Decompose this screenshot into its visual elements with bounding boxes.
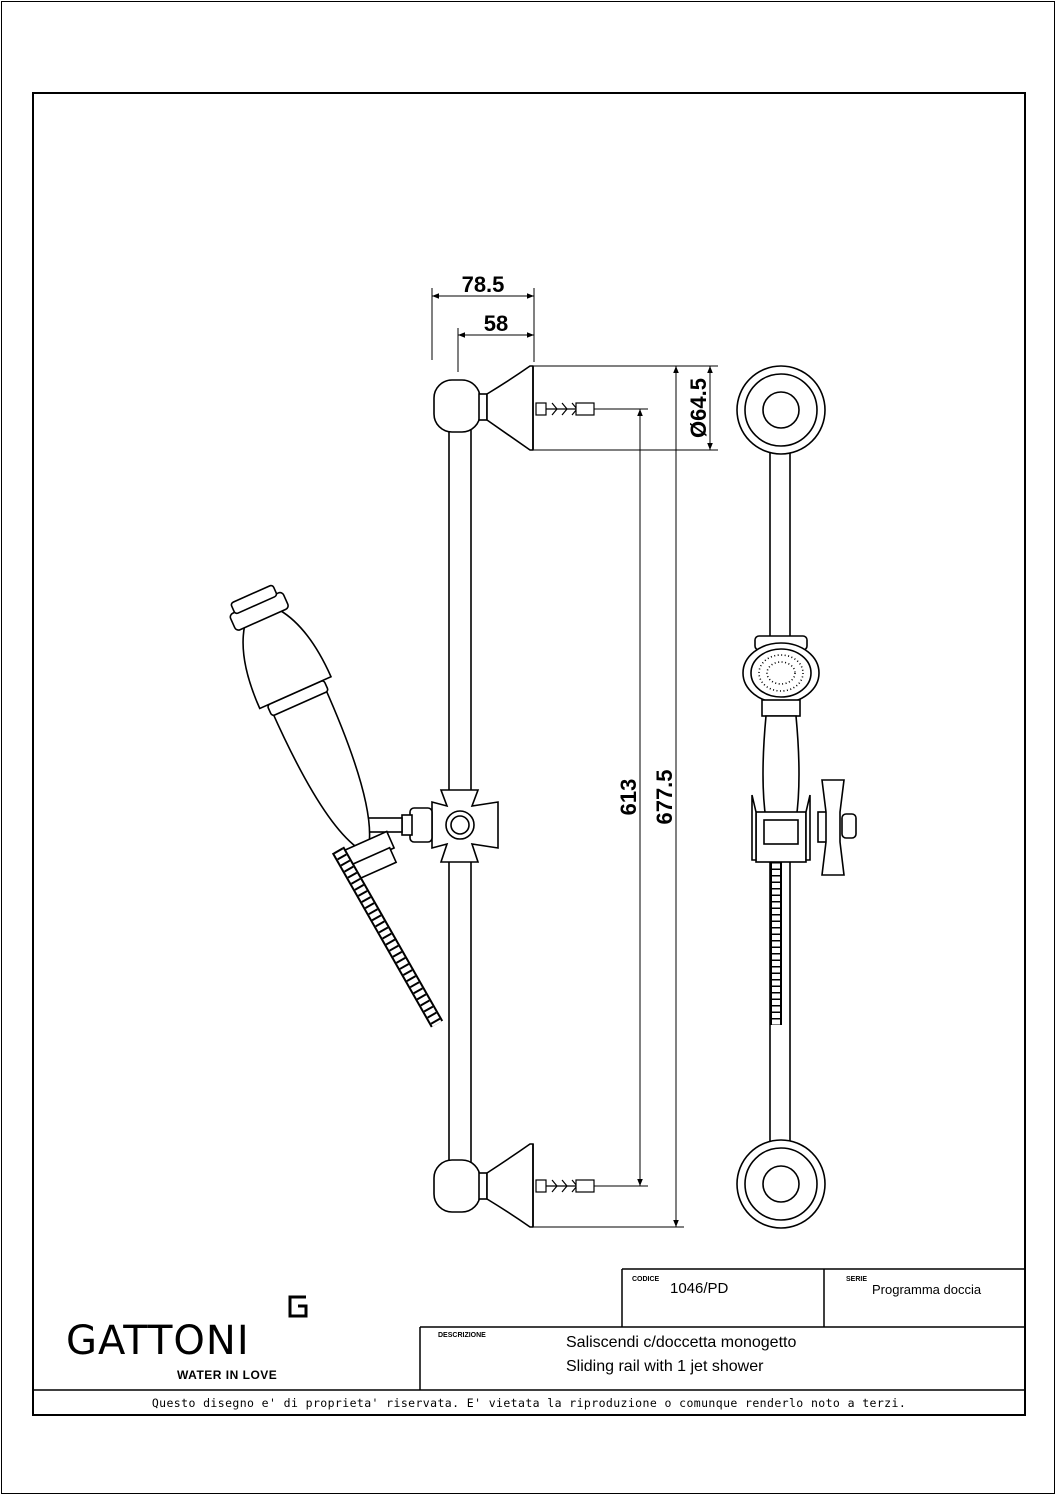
side-knob — [817, 779, 857, 876]
top-bracket — [433, 365, 534, 451]
description-label: DESCRIZIONE — [438, 1332, 486, 1339]
code-value: 1046/PD — [670, 1280, 729, 1297]
title-block-grid — [34, 1268, 1024, 1391]
side-view — [736, 365, 857, 1229]
dim-fixing-distance: 613 — [616, 779, 641, 816]
description-italian: Saliscendi c/doccetta monogetto — [566, 1334, 797, 1351]
front-view — [229, 365, 595, 1228]
dim-bracket-diameter: Ø64.5 — [686, 378, 711, 438]
dimension-labels: 78.5 58 Ø64.5 613 677.5 — [462, 272, 711, 825]
top-wall-plug — [535, 402, 595, 416]
slider-cross-knob — [359, 789, 499, 863]
dim-width-inner: 58 — [484, 311, 508, 336]
logo-mark-icon — [288, 1295, 308, 1318]
drawing-frame — [32, 92, 1026, 1416]
dimension-lines — [431, 288, 718, 1228]
brand-logo: GATTONI — [66, 1318, 250, 1364]
dim-width-overall: 78.5 — [462, 272, 505, 297]
dim-overall-height: 677.5 — [652, 769, 677, 824]
bottom-bracket — [433, 1143, 534, 1228]
copyright-notice: Questo disegno e' di proprieta' riservat… — [151, 1396, 907, 1410]
bottom-wall-plug — [535, 1179, 595, 1193]
code-label: CODICE — [632, 1276, 660, 1283]
series-label: SERIE — [846, 1276, 868, 1283]
brand-tagline: WATER IN LOVE — [177, 1368, 278, 1382]
hand-shower — [229, 584, 444, 1028]
side-top-bracket — [736, 365, 826, 455]
description-english: Sliding rail with 1 jet shower — [566, 1358, 764, 1375]
side-bottom-bracket — [736, 1139, 826, 1229]
side-shower-head — [742, 635, 820, 863]
series-value: Programma doccia — [872, 1282, 982, 1297]
